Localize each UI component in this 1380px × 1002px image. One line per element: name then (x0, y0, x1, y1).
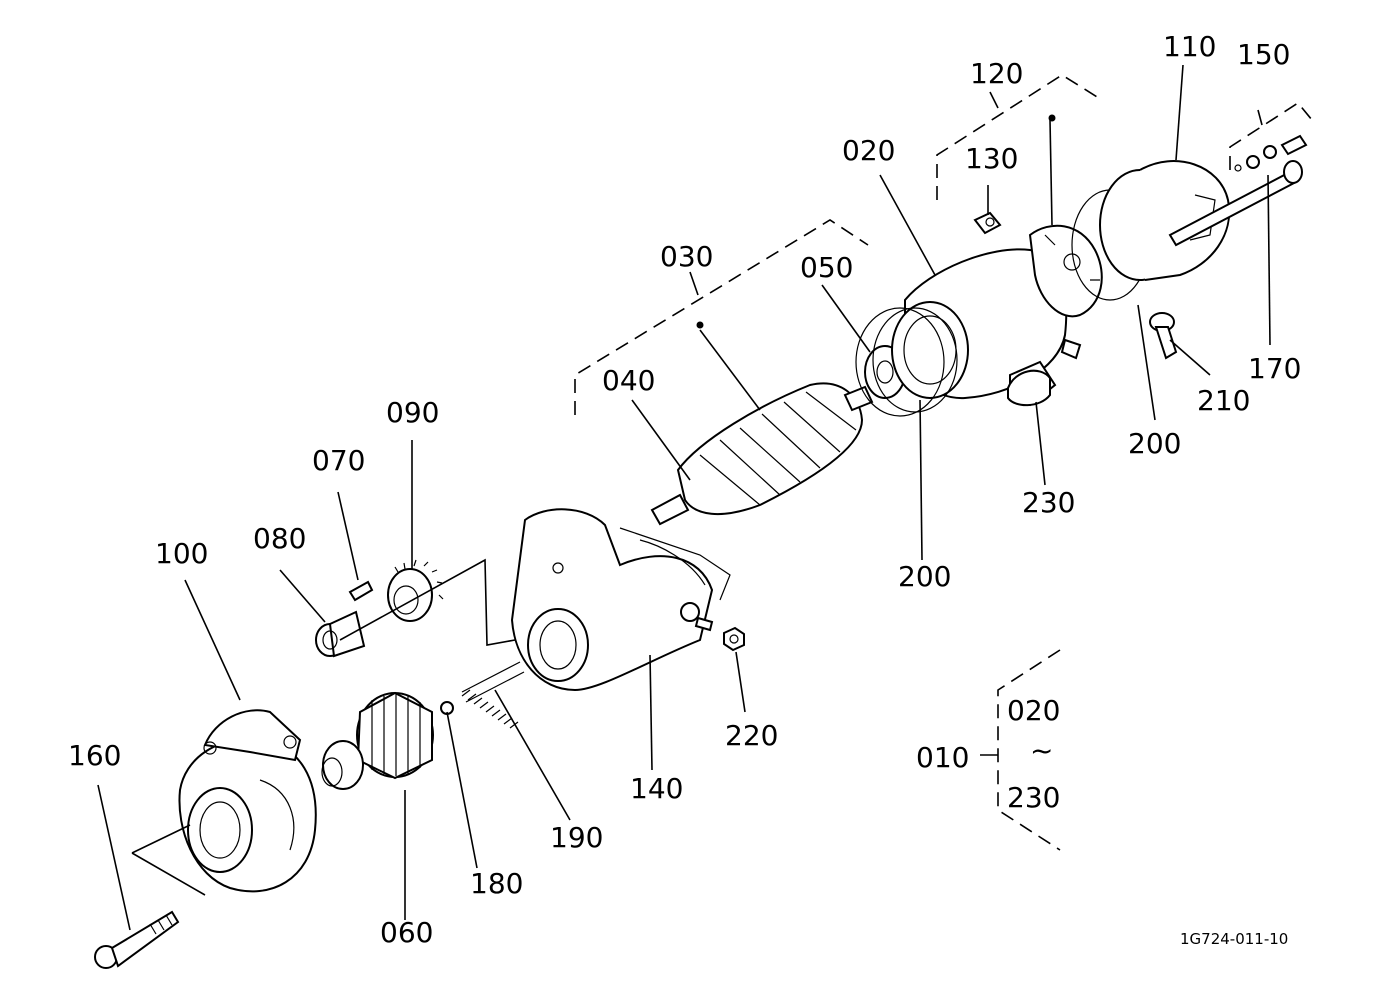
label-020: 020 (842, 134, 895, 167)
leader-lines (97, 64, 1271, 931)
gear-group-bracket (339, 558, 516, 646)
part-labels: 160 100 080 070 090 060 180 190 140 220 … (68, 30, 1301, 949)
label-060: 060 (380, 916, 433, 949)
label-180: 180 (470, 867, 523, 900)
o-ring-200-front (872, 307, 958, 413)
label-170: 170 (1248, 352, 1301, 385)
clutch-060 (321, 691, 434, 790)
screw-210 (1149, 312, 1178, 360)
spring-190 (461, 661, 525, 729)
nut-220 (723, 626, 745, 652)
label-200-front: 200 (898, 560, 951, 593)
label-range-sep: ~ (1030, 734, 1053, 767)
label-range-start: 020 (1007, 694, 1060, 727)
label-210: 210 (1197, 384, 1250, 417)
label-110: 110 (1163, 30, 1216, 63)
armature-040 (650, 382, 874, 526)
label-050: 050 (800, 251, 853, 284)
bolt-160 (94, 910, 180, 969)
label-130: 130 (965, 142, 1018, 175)
pin-070 (348, 580, 374, 602)
label-030: 030 (660, 240, 713, 273)
rear-cover-110 (1099, 160, 1231, 281)
label-100: 100 (155, 537, 208, 570)
label-150: 150 (1237, 38, 1290, 71)
label-140: 140 (630, 772, 683, 805)
label-190: 190 (550, 821, 603, 854)
label-040: 040 (602, 364, 655, 397)
drive-housing-140 (510, 508, 731, 692)
label-010: 010 (916, 741, 969, 774)
label-120: 120 (970, 57, 1023, 90)
through-bolt-170 (1168, 160, 1303, 247)
front-housing-100 (178, 709, 317, 893)
group-brackets (574, 74, 1313, 851)
brush-130 (973, 211, 1002, 235)
brush-holder-120 (1028, 224, 1103, 318)
screw-set-150 (1234, 134, 1308, 172)
label-160: 160 (68, 739, 121, 772)
sleeve-080 (315, 610, 366, 658)
terminal-230 (1007, 369, 1051, 407)
yoke-020 (855, 248, 1082, 417)
label-range-end: 230 (1007, 781, 1060, 814)
label-090: 090 (386, 396, 439, 429)
label-080: 080 (253, 522, 306, 555)
label-230: 230 (1022, 486, 1075, 519)
label-070: 070 (312, 444, 365, 477)
leader-100-bracket (131, 824, 206, 896)
gear-090 (387, 559, 444, 622)
label-220: 220 (725, 719, 778, 752)
label-200-rear: 200 (1128, 427, 1181, 460)
dot-marker-120 (1048, 114, 1056, 122)
dot-marker-040 (696, 321, 704, 329)
drawing-code: 1G724-011-10 (1180, 930, 1288, 948)
